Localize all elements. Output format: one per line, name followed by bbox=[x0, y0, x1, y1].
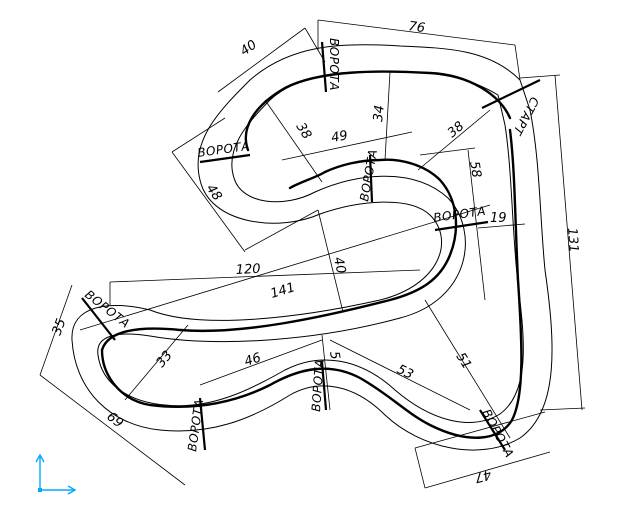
track-inner-edge bbox=[97, 70, 524, 423]
dimension-lines bbox=[39, 19, 586, 489]
gate-label-middle: ВОРОТА bbox=[357, 148, 380, 203]
dim-40b: 40 bbox=[330, 256, 348, 275]
dim-34: 34 bbox=[371, 104, 388, 122]
gate-label-right: ВОРОТА bbox=[432, 204, 486, 225]
dim-49: 49 bbox=[330, 128, 349, 146]
dim-40: 40 bbox=[238, 37, 260, 59]
gate-bottom-right bbox=[479, 409, 506, 451]
gates bbox=[81, 41, 541, 451]
dimension-values: 76 131 40 48 38 49 34 38 58 19 120 141 4… bbox=[50, 19, 581, 485]
start-label: СТАРТ bbox=[510, 95, 542, 139]
gate-middle bbox=[368, 154, 374, 203]
gate-bottom-center bbox=[320, 361, 328, 411]
dim-48: 48 bbox=[203, 182, 225, 204]
track-outer-edge bbox=[71, 44, 553, 451]
dim-53: 53 bbox=[394, 362, 415, 383]
gate-right bbox=[434, 220, 489, 232]
track-center-line bbox=[100, 70, 523, 439]
dim-33: 33 bbox=[154, 348, 176, 370]
ucs-axis-icon bbox=[35, 453, 77, 495]
gate-label-top: ВОРОТА bbox=[327, 38, 341, 91]
dim-69: 69 bbox=[104, 409, 126, 431]
dim-38a: 38 bbox=[293, 120, 314, 142]
gate-top bbox=[320, 41, 328, 93]
dim-38b: 38 bbox=[445, 119, 467, 141]
dim-51: 51 bbox=[453, 350, 474, 372]
dim-58: 58 bbox=[466, 160, 484, 179]
dim-19: 19 bbox=[490, 211, 507, 226]
dim-141: 141 bbox=[269, 280, 297, 302]
dim-47: 47 bbox=[472, 466, 493, 485]
dim-46: 46 bbox=[243, 350, 263, 369]
gate-label-bottom-center: ВОРОТА bbox=[309, 358, 327, 412]
gate-far-left bbox=[81, 297, 116, 341]
start-line bbox=[481, 79, 541, 109]
dim-131: 131 bbox=[564, 227, 581, 253]
gate-labels: ВОРОТА ВОРОТА ВОРОТА ВОРОТА ВОРОТА ВОРОТ… bbox=[82, 38, 542, 460]
dim-5: 5 bbox=[326, 350, 342, 361]
gate-left bbox=[199, 153, 251, 164]
dim-76: 76 bbox=[407, 19, 425, 36]
dim-120: 120 bbox=[235, 262, 261, 278]
gate-bottom-left bbox=[198, 397, 207, 451]
dim-35: 35 bbox=[50, 317, 70, 338]
